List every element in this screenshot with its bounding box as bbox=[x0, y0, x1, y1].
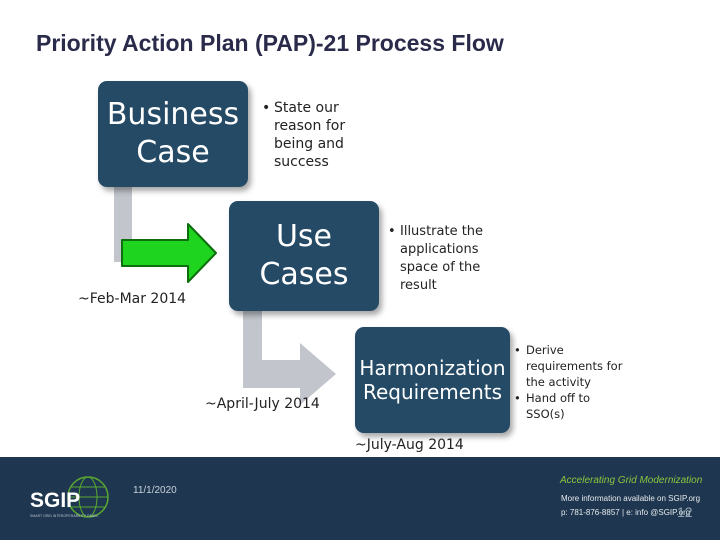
step-label: Harmonization Requirements bbox=[359, 356, 506, 404]
step-2-bullets: Illustrate the applications space of the… bbox=[388, 223, 498, 295]
footer-date: 11/1/2020 bbox=[133, 485, 177, 496]
timeline-date-2: ~April-July 2014 bbox=[205, 396, 320, 412]
step-harmonization-requirements: Harmonization Requirements bbox=[355, 327, 510, 433]
step-use-cases: Use Cases bbox=[229, 201, 379, 311]
bullet-item: Derive requirements for the activity bbox=[514, 342, 624, 390]
bullet-item: Illustrate the applications space of the… bbox=[388, 223, 498, 295]
page-title: Priority Action Plan (PAP)-21 Process Fl… bbox=[36, 30, 504, 56]
footer-info-website: More information available on SGIP.org bbox=[561, 494, 701, 503]
footer-bar: SGIP SMART GRID INTEROPERABILITY PANEL 1… bbox=[0, 457, 720, 540]
step-label: Business Case bbox=[106, 97, 240, 170]
arrow-right-icon bbox=[121, 223, 217, 283]
connector-elbow-2 bbox=[243, 311, 336, 405]
footer-info-contact: p: 781-876-8857 | e: info @SGIP.org bbox=[561, 508, 691, 517]
step-business-case: Business Case bbox=[98, 81, 248, 187]
svg-text:SMART GRID INTEROPERABILITY PA: SMART GRID INTEROPERABILITY PANEL bbox=[30, 514, 98, 518]
step-label: Use Cases bbox=[259, 219, 349, 292]
bullet-item: State our reason for being and success bbox=[262, 99, 357, 171]
step-1-bullets: State our reason for being and success bbox=[262, 99, 357, 171]
svg-text:SGIP: SGIP bbox=[30, 489, 80, 512]
sgip-logo: SGIP SMART GRID INTEROPERABILITY PANEL bbox=[30, 476, 109, 518]
timeline-date-1: ~Feb-Mar 2014 bbox=[78, 291, 187, 307]
page-number: 12 bbox=[677, 504, 693, 520]
timeline-date-3: ~July-Aug 2014 bbox=[355, 437, 464, 453]
footer-tagline: Accelerating Grid Modernization bbox=[560, 475, 703, 486]
bullet-item: Hand off to SSO(s) bbox=[514, 390, 624, 422]
step-3-bullets: Derive requirements for the activity Han… bbox=[514, 342, 624, 422]
